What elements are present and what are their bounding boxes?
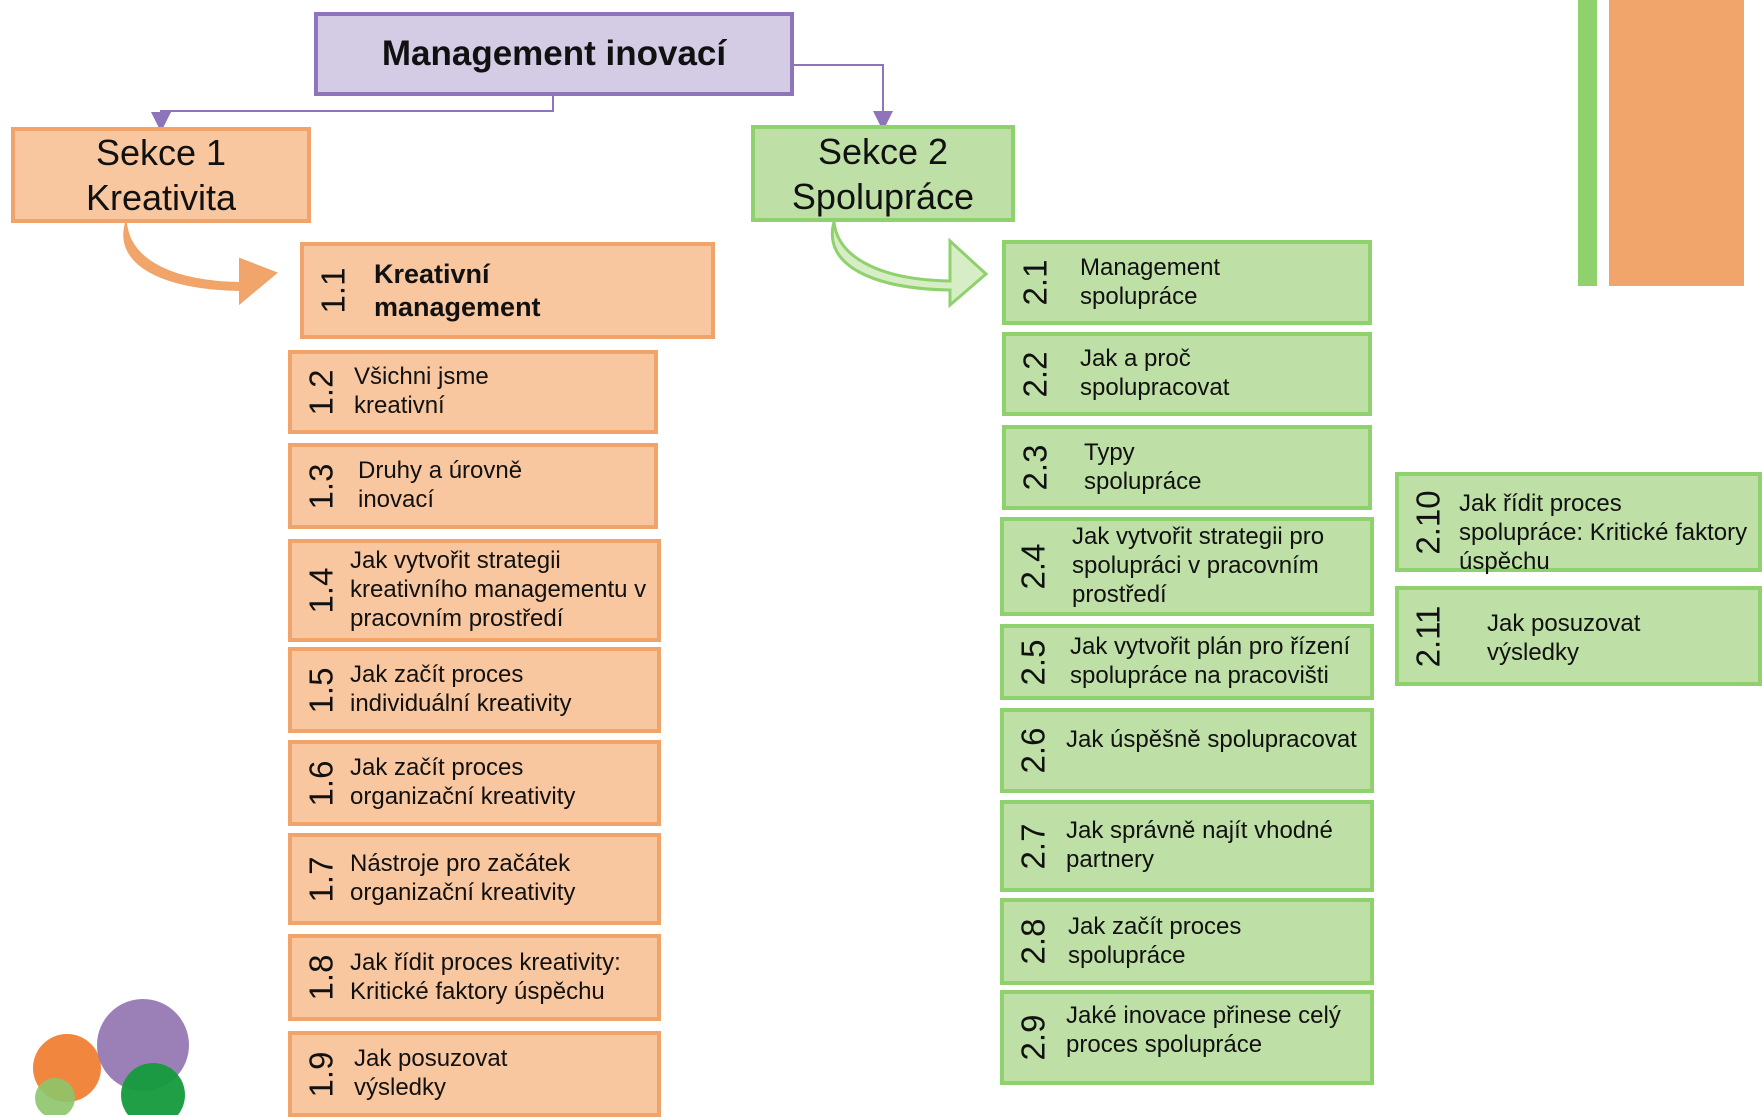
topic-number: 1.3 [302, 463, 340, 509]
topic-number: 2.8 [1014, 918, 1052, 965]
topic-node-1-7: 1.7 Nástroje pro začátek organizační kre… [288, 833, 661, 925]
section-1-header: Sekce 1 Kreativita [11, 127, 311, 223]
topic-number: 1.6 [302, 760, 340, 806]
topic-number: 2.7 [1014, 823, 1052, 869]
topic-node-1-4: 1.4 Jak vytvořit strategii kreativního m… [288, 539, 661, 642]
topic-node-2-9: 2.9 Jaké inovace přinese celý proces spo… [1000, 990, 1374, 1085]
topic-node-1-6: 1.6 Jak začít proces organizační kreativ… [288, 740, 661, 826]
topic-label: Všichni jsme kreativní [354, 363, 489, 419]
topic-node-2-3: 2.3 Typy spolupráce [1002, 425, 1372, 510]
topic-label: Jak řídit proces kreativity: Kritické fa… [350, 948, 621, 1005]
topic-label: Jak vytvořit plán pro řízení spolupráce … [1070, 633, 1351, 689]
topic-number: 2.5 [1014, 639, 1052, 685]
topic-label: Jak správně najít vhodné partnery [1066, 817, 1333, 873]
topic-node-1-9: 1.9 Jak posuzovat výsledky [288, 1031, 661, 1117]
topic-number: 1.8 [302, 954, 340, 1001]
topic-label: Jak vytvořit strategii pro spolupráci v … [1072, 523, 1325, 608]
topic-number: 2.3 [1016, 444, 1054, 491]
section-1-title-line1: Sekce 1 [95, 132, 227, 173]
topic-label: Jak úspěšně spolupracovat [1066, 726, 1357, 753]
decorative-green-bar [1578, 0, 1597, 286]
topic-label: Jak řídit proces spolupráce: Kritické fa… [1459, 490, 1748, 575]
topic-node-2-4: 2.4 Jak vytvořit strategii pro spoluprác… [1000, 517, 1374, 616]
topic-number: 2.10 [1409, 489, 1447, 555]
topic-label: Nástroje pro začátek organizační kreativ… [350, 850, 576, 906]
connector-root-sekce1 [151, 96, 554, 132]
topic-number: 1.4 [302, 567, 340, 614]
topic-node-2-1: 2.1 Management spolupráce [1002, 240, 1372, 325]
topic-node-1-8: 1.8 Jak řídit proces kreativity: Kritick… [288, 934, 661, 1021]
topic-label: Jak posuzovat výsledky [1487, 610, 1641, 666]
topic-number: 2.9 [1014, 1014, 1052, 1061]
topic-number: 1.7 [302, 856, 340, 902]
section-2-header: Sekce 2 Spolupráce [751, 125, 1015, 222]
curved-arrow-sekce2 [830, 221, 989, 309]
topic-number: 1.5 [302, 667, 340, 713]
topic-label: Kreativní management [374, 259, 541, 322]
topic-label: Jaké inovace přinese celý proces spolupr… [1066, 1002, 1341, 1058]
topic-node-2-5: 2.5 Jak vytvořit plán pro řízení spolupr… [1000, 624, 1374, 700]
topic-label: Jak vytvořit strategii kreativního manag… [350, 547, 647, 632]
section-1-title-line2: Kreativita [85, 177, 237, 218]
topic-label: Druhy a úrovně inovací [358, 457, 523, 513]
topic-number: 1.9 [302, 1051, 340, 1097]
topic-node-1-2: 1.2 Všichni jsme kreativní [288, 350, 658, 434]
root-node: Management inovací [314, 12, 794, 96]
topic-label: Jak posuzovat výsledky [354, 1045, 508, 1101]
topic-node-2-11: 2.11 Jak posuzovat výsledky [1395, 586, 1762, 686]
topic-node-1-5: 1.5 Jak začít proces individuální kreati… [288, 647, 661, 733]
topic-label: Jak začít proces organizační kreativity [350, 754, 576, 810]
section-2-title-line2: Spolupráce [791, 175, 975, 217]
topic-node-2-6: 2.6 Jak úspěšně spolupracovat [1000, 708, 1374, 793]
topic-number: 2.11 [1409, 605, 1447, 667]
topic-label: Jak začít proces spolupráce [1068, 912, 1242, 969]
topic-node-2-8: 2.8 Jak začít proces spolupráce [1000, 898, 1374, 985]
topic-number: 2.2 [1016, 351, 1054, 397]
root-title: Management inovací [381, 34, 727, 73]
topic-label: Jak začít proces individuální kreativity [350, 661, 572, 717]
topic-number: 1.1 [314, 267, 352, 314]
topic-number: 2.4 [1014, 543, 1052, 590]
section-2-title-line1: Sekce 2 [817, 130, 949, 172]
topic-number: 2.6 [1014, 727, 1052, 774]
curved-arrow-sekce1 [123, 222, 278, 306]
topic-node-2-7: 2.7 Jak správně najít vhodné partnery [1000, 800, 1374, 892]
topic-number: 1.2 [302, 369, 340, 415]
decorative-circles-logo [33, 999, 189, 1115]
topic-label: Typy spolupráce [1084, 438, 1202, 495]
topic-node-2-10: 2.10 Jak řídit proces spolupráce: Kritic… [1395, 472, 1762, 575]
decorative-orange-bar [1609, 0, 1744, 286]
topic-node-2-2: 2.2 Jak a proč spolupracovat [1002, 332, 1372, 416]
topic-number: 2.1 [1016, 259, 1054, 306]
topic-node-1-3: 1.3 Druhy a úrovně inovací [288, 443, 658, 529]
topic-node-1-1: 1.1 Kreativní management [300, 242, 715, 339]
topic-label: Jak a proč spolupracovat [1080, 345, 1230, 401]
topic-label: Management spolupráce [1080, 253, 1221, 310]
